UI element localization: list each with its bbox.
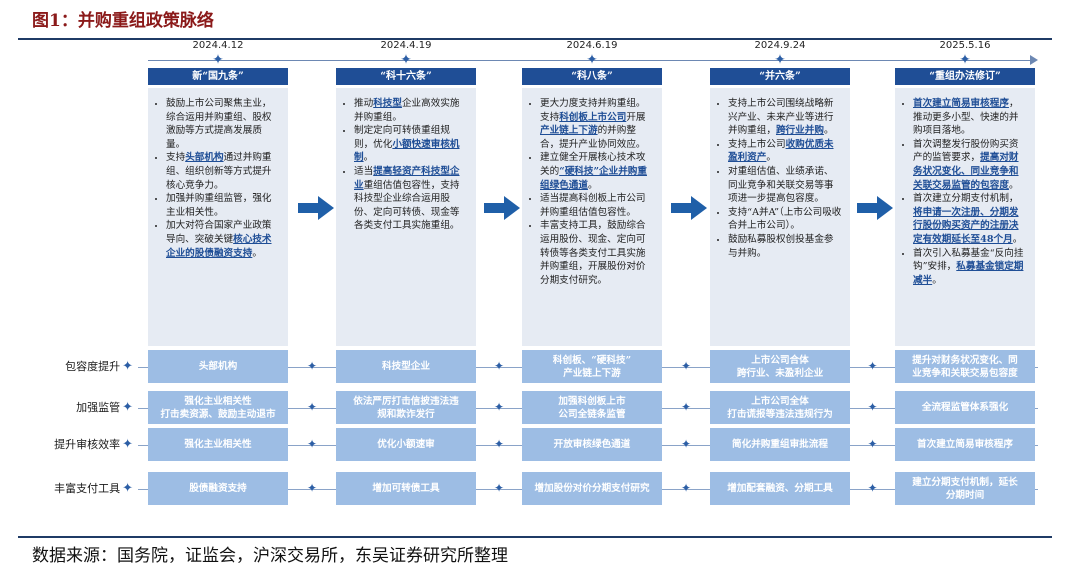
row-cell: 开放审核绿色通道 [522, 428, 662, 461]
policy-bullet: 更大力度支持并购重组。支持科创板上市公司开展产业链上下游的并购整合，提升产业协同… [540, 97, 654, 151]
flow-arrow-icon [484, 196, 520, 220]
policy-bullet: 适当提高科创板上市公司并购重组估值包容性。 [540, 192, 654, 219]
row-connector-star-icon: ✦ [307, 437, 318, 451]
policy-bullet: 制定定向可转债重组规则，优化小额快速审核机制。 [354, 124, 468, 165]
source-note: 数据来源：国务院，证监会，沪深交易所，东吴证券研究所整理 [32, 546, 508, 566]
row-cell: 提升对财务状况变化、同 业竞争和关联交易包容度 [895, 350, 1035, 383]
row-cell: 加强科创板上市 公司全链条监管 [522, 391, 662, 424]
timeline-date: 2024.4.19 [380, 40, 432, 51]
policy-title: 新“国九条” [148, 68, 288, 85]
flow-arrow-icon [298, 196, 334, 220]
policy-bullet: 对重组估值、业绩承诺、同业竞争和关联交易等事项进一步提高包容度。 [728, 165, 842, 206]
row-connector-star-icon: ✦ [867, 437, 878, 451]
row-cell: 依法严厉打击信披违法违 规和欺诈发行 [336, 391, 476, 424]
policy-bullet: 鼓励私募股权创投基金参与并购。 [728, 233, 842, 260]
policy-bullet: 推动科技型企业高效实施并购重组。 [354, 97, 468, 124]
row-connector-star-icon: ✦ [494, 359, 505, 373]
row-cell: 简化并购重组审批流程 [710, 428, 850, 461]
row-cell: 强化主业相关性 [148, 428, 288, 461]
row-connector-star-icon: ✦ [867, 359, 878, 373]
row-label: 包容度提升✦ [65, 359, 133, 374]
row-connector-star-icon: ✦ [681, 481, 692, 495]
row-label: 加强监管✦ [76, 400, 133, 415]
timeline-star-icon: ✦ [400, 52, 412, 68]
timeline-date: 2024.4.12 [192, 40, 244, 51]
row-connector-star-icon: ✦ [494, 400, 505, 414]
policy-detail-box: 推动科技型企业高效实施并购重组。制定定向可转债重组规则，优化小额快速审核机制。适… [336, 88, 476, 346]
row-connector-star-icon: ✦ [494, 481, 505, 495]
row-cell: 建立分期支付机制，延长 分期时间 [895, 472, 1035, 505]
policy-bullet: 支持头部机构通过并购重组、组织创新等方式提升核心竞争力。 [166, 151, 280, 192]
policy-bullet: 首次引入私募基金“反向挂钩”安排，私募基金锁定期减半。 [913, 247, 1027, 288]
row-cell: 优化小额速审 [336, 428, 476, 461]
flow-arrow-icon [671, 196, 707, 220]
timeline-line [148, 60, 1036, 61]
row-cell: 科创板、“硬科技” 产业链上下游 [522, 350, 662, 383]
row-connector-star-icon: ✦ [867, 400, 878, 414]
row-star-icon: ✦ [122, 437, 133, 452]
timeline-star-icon: ✦ [586, 52, 598, 68]
row-cell: 首次建立简易审核程序 [895, 428, 1035, 461]
timeline-date: 2025.5.16 [939, 40, 991, 51]
policy-title: “并六条” [710, 68, 850, 85]
timeline-date: 2024.9.24 [754, 40, 806, 51]
row-connector-star-icon: ✦ [681, 359, 692, 373]
policy-bullet: 首次建立分期支付机制，将申请一次注册、分期发行股份购买资产的注册决定有效期延长至… [913, 192, 1027, 246]
policy-detail-box: 首次建立简易审核程序，推动更多小型、快速的并购项目落地。首次调整发行股份购买资产… [895, 88, 1035, 346]
row-star-icon: ✦ [122, 359, 133, 374]
policy-bullet: 加大对符合国家产业政策导向、突破关键核心技术企业的股债融资支持。 [166, 219, 280, 260]
timeline-star-icon: ✦ [959, 52, 971, 68]
row-cell: 增加股份对价分期支付研究 [522, 472, 662, 505]
policy-bullet: 支持上市公司收购优质未盈利资产。 [728, 138, 842, 165]
row-connector-star-icon: ✦ [307, 359, 318, 373]
row-cell: 科技型企业 [336, 350, 476, 383]
row-cell: 强化主业相关性 打击卖资源、鼓励主动退市 [148, 391, 288, 424]
policy-bullet: 支持上市公司围绕战略新兴产业、未来产业等进行并购重组，跨行业并购。 [728, 97, 842, 138]
policy-bullet: 建立健全开展核心技术攻关的“硬科技”企业并购重组绿色通道。 [540, 151, 654, 192]
row-cell: 上市公司全体 打击谎报等违法违规行为 [710, 391, 850, 424]
row-connector-star-icon: ✦ [307, 400, 318, 414]
policy-bullet: 加强并购重组监管，强化主业相关性。 [166, 192, 280, 219]
figure-title: 图1：并购重组政策脉络 [32, 11, 214, 31]
policy-detail-box: 更大力度支持并购重组。支持科创板上市公司开展产业链上下游的并购整合，提升产业协同… [522, 88, 662, 346]
row-cell: 头部机构 [148, 350, 288, 383]
policy-detail-box: 支持上市公司围绕战略新兴产业、未来产业等进行并购重组，跨行业并购。支持上市公司收… [710, 88, 850, 346]
timeline-star-icon: ✦ [212, 52, 224, 68]
row-connector-star-icon: ✦ [307, 481, 318, 495]
bottom-rule [18, 536, 1052, 538]
row-cell: 上市公司合体 跨行业、未盈利企业 [710, 350, 850, 383]
row-star-icon: ✦ [122, 400, 133, 415]
policy-bullet: 鼓励上市公司聚焦主业，综合运用并购重组、股权激励等方式提高发展质量。 [166, 97, 280, 151]
policy-detail-box: 鼓励上市公司聚焦主业，综合运用并购重组、股权激励等方式提高发展质量。支持头部机构… [148, 88, 288, 346]
row-star-icon: ✦ [122, 481, 133, 496]
row-connector-star-icon: ✦ [867, 481, 878, 495]
row-connector-star-icon: ✦ [681, 437, 692, 451]
row-connector-star-icon: ✦ [494, 437, 505, 451]
flow-arrow-icon [857, 196, 893, 220]
top-rule [18, 38, 1052, 40]
policy-bullet: 支持“A并A”（上市公司吸收合并上市公司）。 [728, 206, 842, 233]
row-cell: 全流程监管体系强化 [895, 391, 1035, 424]
policy-bullet: 丰富支持工具，鼓励综合运用股份、现金、定向可转债等各类支付工具实施并购重组，开展… [540, 219, 654, 287]
policy-bullet: 适当提高轻资产科技型企业重组估值包容性，支持科技型企业综合运用股份、定向可转债、… [354, 165, 468, 233]
policy-title: “科八条” [522, 68, 662, 85]
timeline-star-icon: ✦ [774, 52, 786, 68]
timeline-date: 2024.6.19 [566, 40, 618, 51]
policy-title: “重组办法修订” [895, 68, 1035, 85]
row-cell: 股债融资支持 [148, 472, 288, 505]
row-connector-star-icon: ✦ [681, 400, 692, 414]
row-cell: 增加配套融资、分期工具 [710, 472, 850, 505]
policy-bullet: 首次建立简易审核程序，推动更多小型、快速的并购项目落地。 [913, 97, 1027, 138]
policy-title: “科十六条” [336, 68, 476, 85]
row-cell: 增加可转债工具 [336, 472, 476, 505]
row-label: 提升审核效率✦ [54, 437, 133, 452]
row-label: 丰富支付工具✦ [54, 481, 133, 496]
timeline-arrowhead [1030, 55, 1038, 65]
policy-bullet: 首次调整发行股份购买资产的监管要求，提高对财务状况变化、同业竞争和关联交易监管的… [913, 138, 1027, 192]
